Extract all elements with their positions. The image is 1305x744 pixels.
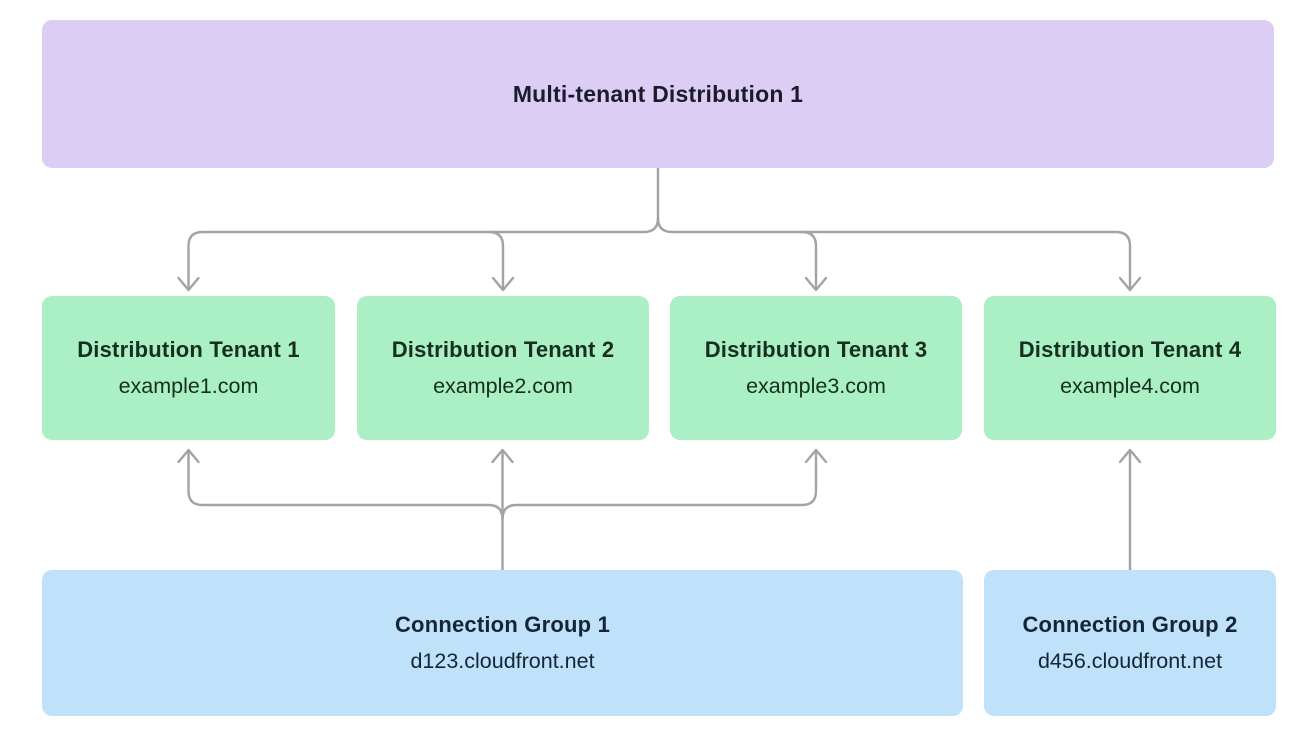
tenant-4-domain: example4.com xyxy=(1060,374,1200,398)
tenant-3-label: Distribution Tenant 3 xyxy=(704,337,928,362)
multi-tenant-distribution-node: Multi-tenant Distribution 1 xyxy=(42,20,1274,168)
connection-group-1-node: Connection Group 1 d123.cloudfront.net xyxy=(42,570,963,716)
distribution-tenant-4-node: Distribution Tenant 4 example4.com xyxy=(984,296,1276,440)
tenant-3-domain: example3.com xyxy=(746,374,886,398)
distribution-tenant-1-node: Distribution Tenant 1 example1.com xyxy=(42,296,335,440)
connection-group-1-domain: d123.cloudfront.net xyxy=(410,649,595,673)
connection-group-2-node: Connection Group 2 d456.cloudfront.net xyxy=(984,570,1276,716)
connection-group-2-label: Connection Group 2 xyxy=(1022,612,1238,637)
tenant-1-label: Distribution Tenant 1 xyxy=(77,337,300,362)
connection-group-2-domain: d456.cloudfront.net xyxy=(1037,649,1223,673)
arrow-distribution-to-tenants xyxy=(177,166,1142,292)
tenant-1-domain: example1.com xyxy=(118,374,259,398)
multi-tenant-distribution-label: Multi-tenant Distribution 1 xyxy=(512,80,804,107)
arrow-connection-group-2-to-tenant-4 xyxy=(1118,448,1142,572)
tenant-2-domain: example2.com xyxy=(433,374,573,398)
connection-group-1-label: Connection Group 1 xyxy=(394,612,611,637)
tenant-4-label: Distribution Tenant 4 xyxy=(1018,337,1242,362)
tenant-2-label: Distribution Tenant 2 xyxy=(391,337,615,362)
distribution-tenant-2-node: Distribution Tenant 2 example2.com xyxy=(357,296,649,440)
distribution-tenant-3-node: Distribution Tenant 3 example3.com xyxy=(670,296,962,440)
arrow-connection-group-1-to-tenants xyxy=(177,448,828,572)
